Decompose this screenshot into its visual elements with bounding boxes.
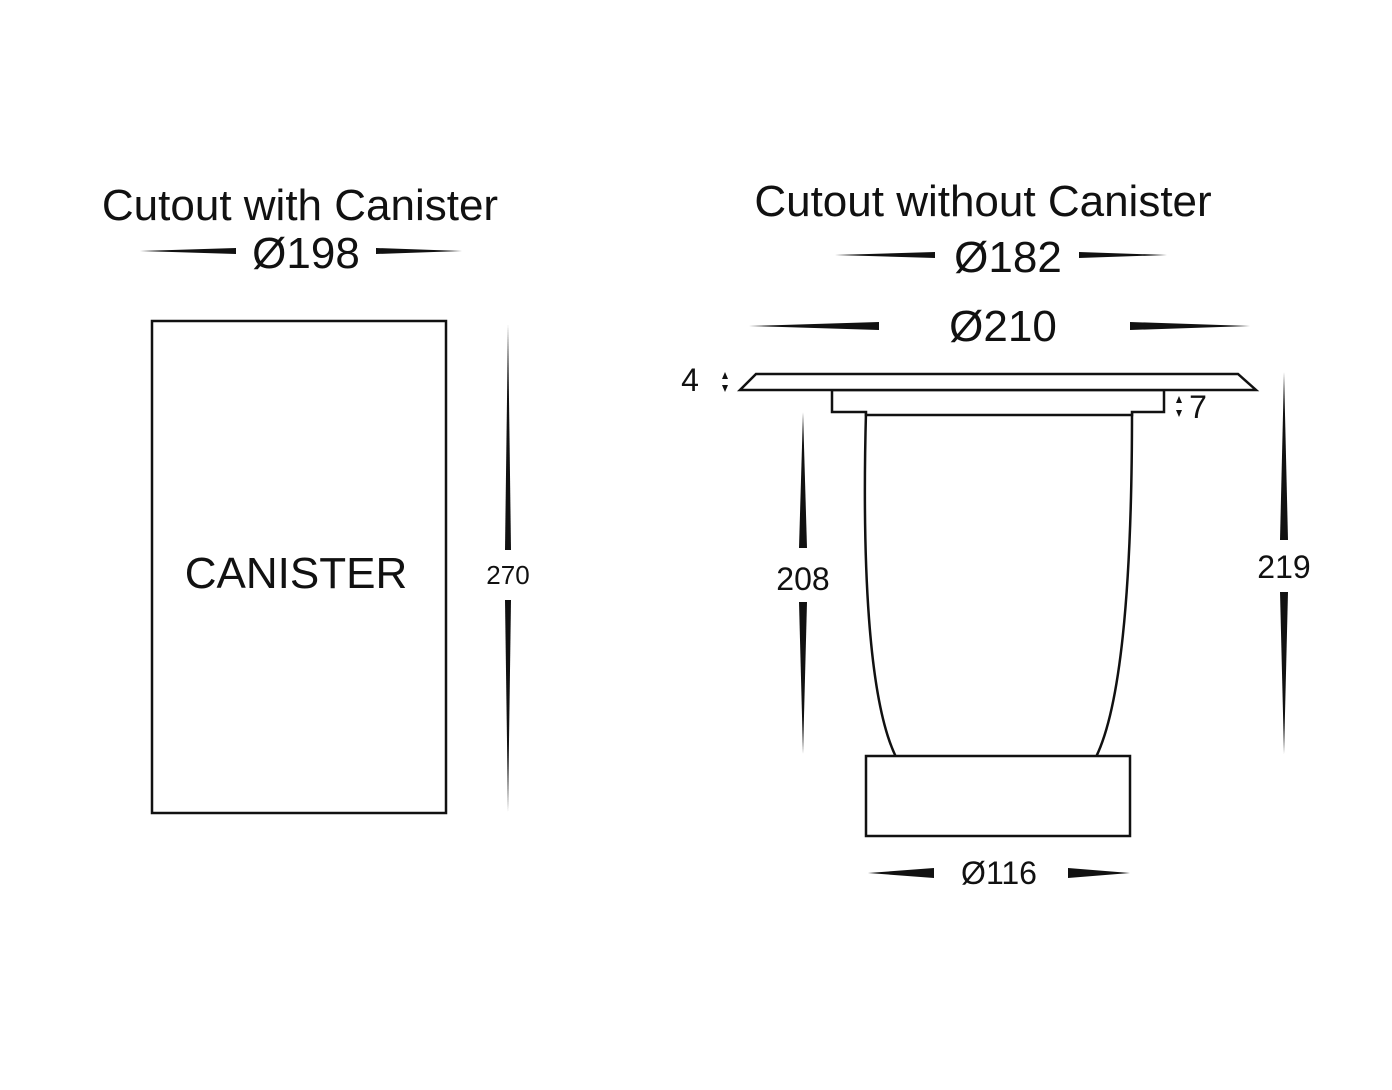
body-height-label: 208	[776, 561, 829, 597]
left-view: Cutout with Canister Ø198 CANISTER 270	[102, 181, 530, 815]
cutout-diameter-arrow-left	[835, 252, 935, 258]
flange-thickness-label: 4	[681, 362, 699, 398]
left-view-title: Cutout with Canister	[102, 181, 498, 230]
base-diameter-arrow-right	[1068, 868, 1130, 878]
overall-height-label: 219	[1257, 549, 1310, 585]
canister-outline	[150, 319, 448, 815]
body-height-arrow-bottom	[799, 602, 807, 754]
flange-thickness-arrow-up	[722, 372, 728, 379]
left-height-arrow-bottom	[505, 600, 511, 812]
base-diameter-arrow-left	[868, 868, 934, 878]
base-block-outline	[864, 754, 1132, 838]
overall-height-arrow-bottom	[1280, 592, 1288, 754]
right-view: Cutout without Canister Ø182 Ø210 4 7 20…	[681, 177, 1311, 891]
body-height-arrow-top	[799, 412, 807, 548]
right-view-title: Cutout without Canister	[754, 177, 1211, 226]
flange-thickness-arrow-down	[722, 385, 728, 392]
flange-outline	[736, 372, 1260, 392]
canister-label: CANISTER	[185, 549, 407, 598]
cutout-diameter-arrow-right	[1079, 252, 1167, 258]
left-height-label: 270	[486, 560, 529, 590]
lip-height-arrow-up	[1176, 396, 1182, 403]
right-cutout-diameter-label: Ø182	[954, 233, 1062, 282]
flange-lip-outline	[830, 388, 1166, 417]
flange-diameter-label: Ø210	[949, 302, 1057, 351]
lip-height-label: 7	[1189, 389, 1207, 425]
left-cutout-diameter-label: Ø198	[252, 229, 360, 278]
left-diameter-arrow-left	[140, 248, 236, 254]
flange-diameter-arrow-right	[1130, 322, 1250, 330]
lip-height-arrow-down	[1176, 410, 1182, 417]
base-diameter-label: Ø116	[961, 855, 1037, 891]
left-height-arrow-top	[505, 324, 511, 550]
luminaire-body-outline	[863, 410, 1134, 759]
left-diameter-arrow-right	[376, 248, 462, 254]
flange-diameter-arrow-left	[749, 322, 879, 330]
overall-height-arrow-top	[1280, 372, 1288, 540]
